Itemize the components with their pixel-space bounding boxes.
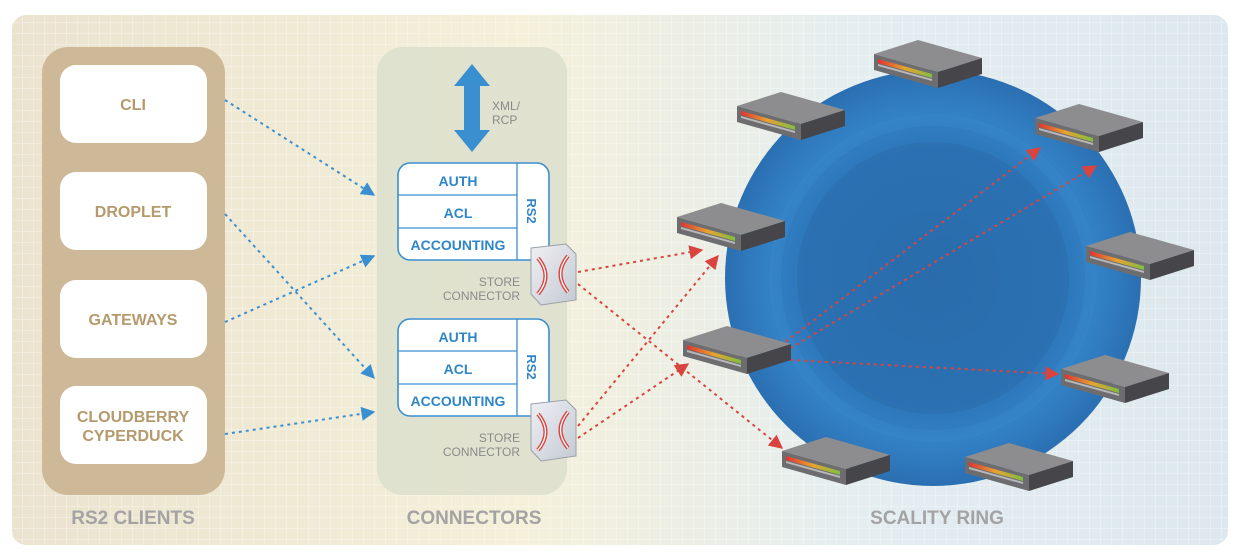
arrow-store1-to-lower-node [577, 283, 784, 449]
clients-title: RS2 CLIENTS [71, 508, 195, 529]
store-arrows [577, 147, 1098, 449]
arrow-store2-to-node-a [577, 254, 719, 427]
module2-auth-label: AUTH [439, 329, 478, 345]
module2-store-label-2: CONNECTOR [443, 445, 520, 459]
arrow-node-to-right [789, 359, 1060, 381]
client-box-gateways[interactable]: GATEWAYS [60, 280, 207, 358]
arrow-droplet-to-connector [224, 213, 375, 380]
client-label-cloudberry: CLOUDBERRY [77, 409, 190, 426]
module1-accounting-label: ACCOUNTING [411, 237, 506, 253]
module2-accounting-label: ACCOUNTING [411, 393, 506, 409]
clients-panel: CLI DROPLET GATEWAYS CLOUDBERRY CYPERDUC… [42, 47, 225, 495]
module1-acl-label: ACL [444, 205, 473, 221]
arrow-node-to-topright-1 [779, 147, 1042, 347]
connector-module-2: AUTH ACL ACCOUNTING RS2 [397, 318, 550, 417]
client-arrows [224, 99, 376, 435]
module2-rs2-label: RS2 [524, 354, 539, 379]
client-box-cli[interactable]: CLI [60, 65, 207, 143]
client-label-cyperduck: CYPERDUCK [82, 428, 184, 445]
module1-store-label-2: CONNECTOR [443, 289, 520, 303]
store-connector-icon [530, 399, 577, 462]
module1-auth-label: AUTH [439, 173, 478, 189]
ring-title: SCALITY RING [870, 508, 1004, 529]
module2-acl-label: ACL [444, 361, 473, 377]
xml-label-line2: RCP [492, 113, 517, 127]
arrow-gateways-to-connector [224, 254, 376, 323]
client-box-droplet[interactable]: DROPLET [60, 172, 207, 250]
arrow-cli-to-connector [224, 99, 376, 196]
xml-label-line1: XML/ [492, 99, 521, 113]
connectors-title: CONNECTORS [407, 508, 542, 529]
arrow-store2-to-node-b [577, 363, 690, 439]
module1-rs2-label: RS2 [524, 198, 539, 223]
client-label-gateways: GATEWAYS [89, 312, 178, 329]
client-label-droplet: DROPLET [95, 204, 172, 221]
module2-store-label-1: STORE [479, 431, 520, 445]
client-box-cloudberry[interactable]: CLOUDBERRY CYPERDUCK [60, 386, 207, 464]
store-connector-icon [530, 243, 577, 306]
module1-store-label-1: STORE [479, 275, 520, 289]
scality-ring [725, 70, 1141, 486]
client-label-cli: CLI [120, 97, 146, 114]
arrow-node-to-topright-2 [783, 165, 1098, 353]
connector-module-1: AUTH ACL ACCOUNTING RS2 [397, 162, 550, 261]
xml-rcp-arrow-icon [454, 64, 490, 152]
